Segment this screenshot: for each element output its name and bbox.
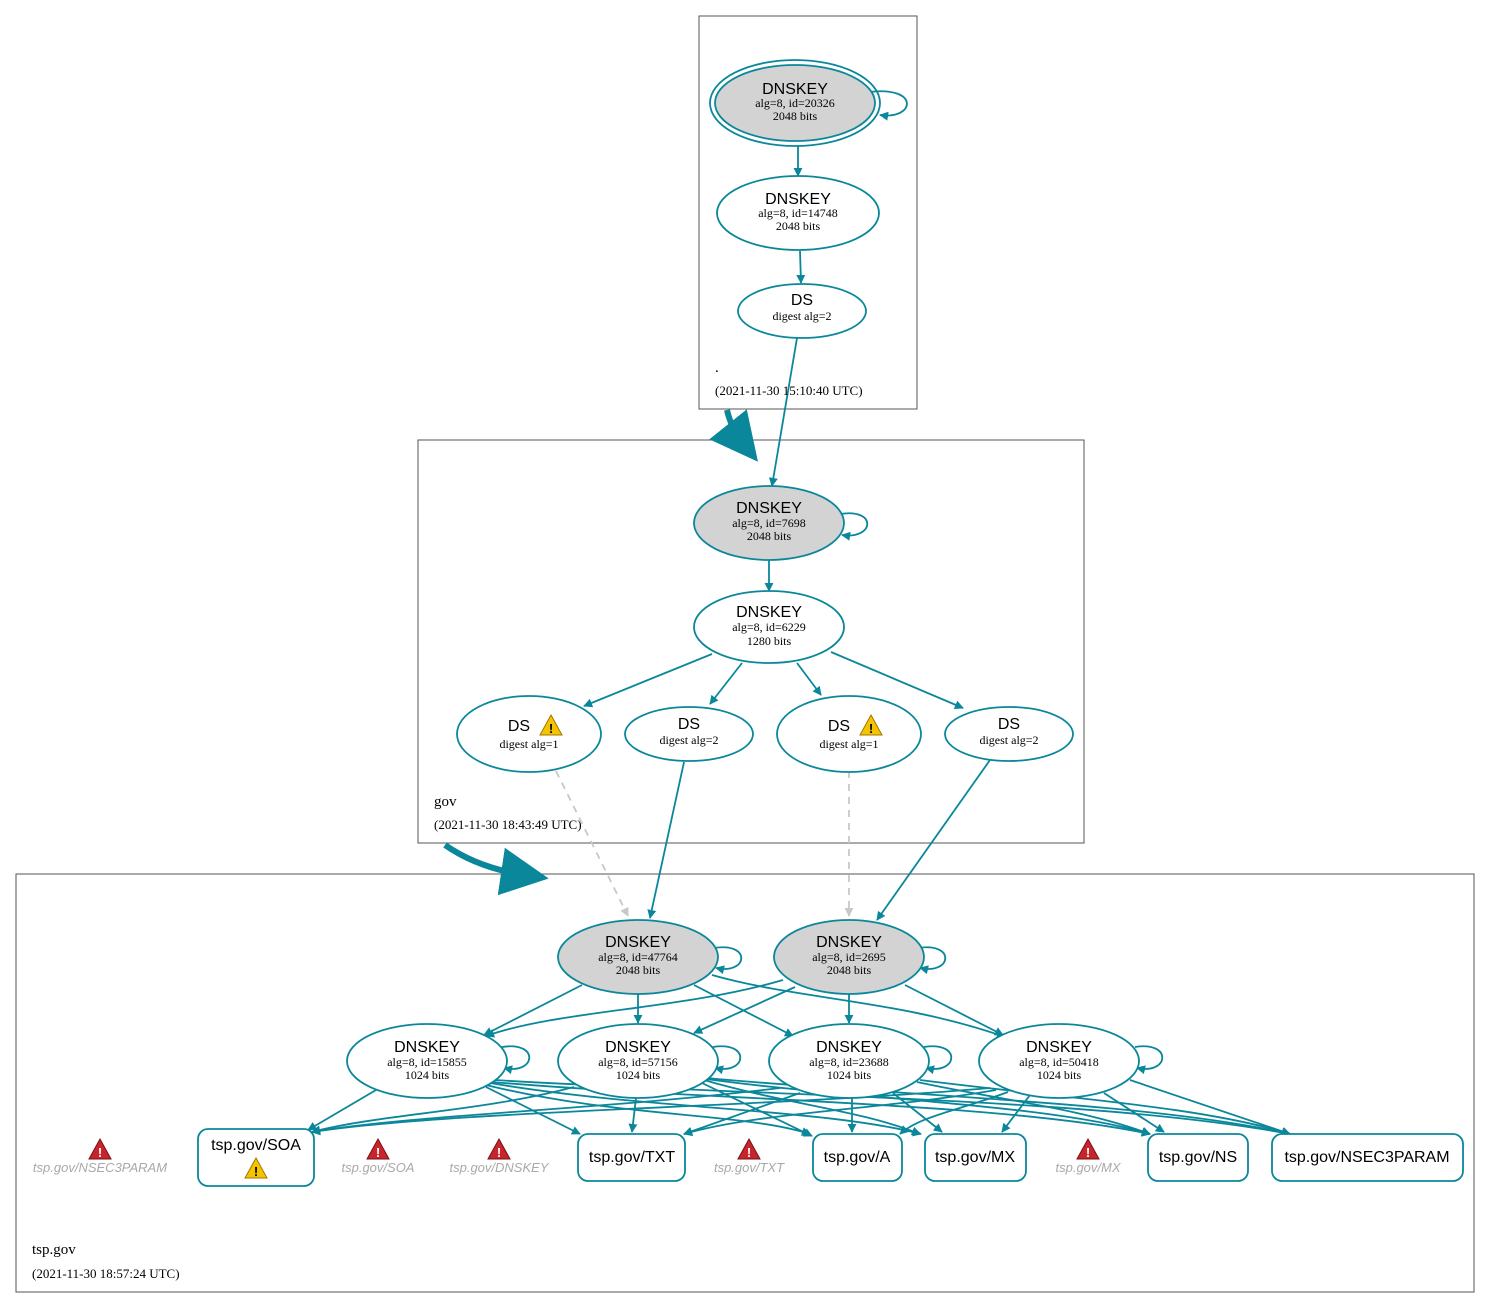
node-detail: 1024 bits: [1037, 1068, 1082, 1082]
node-detail: alg=8, id=47764: [598, 950, 678, 964]
node-detail: digest alg=2: [659, 733, 718, 747]
node-tsp-zsk-1[interactable]: DNSKEY alg=8, id=15855 1024 bits: [346, 1023, 508, 1099]
node-tsp-zsk-3[interactable]: DNSKEY alg=8, id=23688 1024 bits: [768, 1023, 930, 1099]
node-detail: 1024 bits: [616, 1068, 661, 1082]
ghost-rrset-label: tsp.gov/NSEC3PARAM: [33, 1160, 167, 1175]
node-root-zsk[interactable]: DNSKEY alg=8, id=14748 2048 bits: [716, 175, 880, 251]
node-tsp-zsk-2[interactable]: DNSKEY alg=8, id=57156 1024 bits: [557, 1023, 719, 1099]
rrset-ns[interactable]: tsp.gov/NS: [1147, 1133, 1249, 1182]
node-title: DNSKEY: [394, 1039, 460, 1056]
ghost-rrset-txt[interactable]: tsp.gov/TXT: [714, 1138, 785, 1175]
node-detail: digest alg=1: [819, 737, 878, 751]
zone-name-tsp: tsp.gov: [32, 1242, 76, 1258]
error-icon: [1076, 1138, 1100, 1161]
node-detail: alg=8, id=23688: [809, 1055, 889, 1069]
node-detail: alg=8, id=20326: [755, 96, 835, 110]
ghost-rrset-label: tsp.gov/DNSKEY: [450, 1160, 550, 1175]
error-icon: [88, 1138, 112, 1161]
node-root-ksk[interactable]: DNSKEY alg=8, id=20326 2048 bits: [709, 59, 881, 147]
error-icon: [366, 1138, 390, 1161]
node-detail: alg=8, id=6229: [732, 620, 806, 634]
node-title: DS: [791, 292, 813, 309]
node-gov-ds-1[interactable]: DS digest alg=1: [456, 695, 602, 773]
zone-time-tsp: (2021-11-30 18:57:24 UTC): [32, 1266, 180, 1281]
node-title: DNSKEY: [765, 191, 831, 208]
ghost-rrset-label: tsp.gov/TXT: [714, 1160, 785, 1175]
node-title: DNSKEY: [816, 1039, 882, 1056]
node-detail: 2048 bits: [827, 963, 872, 977]
error-icon: [737, 1138, 761, 1161]
rrset-label: tsp.gov/A: [824, 1149, 891, 1166]
node-detail: 2048 bits: [616, 963, 661, 977]
rrset-label: tsp.gov/NS: [1159, 1149, 1237, 1166]
ghost-rrset-label: tsp.gov/MX: [1055, 1160, 1121, 1175]
zone-box-root: [698, 15, 918, 410]
node-title: DS: [828, 718, 850, 735]
delegation-arrow-root-gov: [709, 409, 758, 462]
node-title: DNSKEY: [816, 934, 882, 951]
node-title: DNSKEY: [736, 604, 802, 621]
node-title: DNSKEY: [605, 1039, 671, 1056]
node-detail: 2048 bits: [773, 109, 818, 123]
node-detail: digest alg=2: [772, 309, 831, 323]
node-root-ds[interactable]: DS digest alg=2: [737, 283, 867, 339]
node-gov-ds-4[interactable]: DS digest alg=2: [944, 706, 1074, 762]
node-detail: alg=8, id=57156: [598, 1055, 678, 1069]
rrset-label: tsp.gov/TXT: [589, 1149, 675, 1166]
rrset-txt[interactable]: tsp.gov/TXT: [577, 1133, 686, 1182]
root-zone-edges: [768, 90, 908, 487]
rrset-label: tsp.gov/SOA: [211, 1137, 301, 1154]
rrset-label: tsp.gov/MX: [935, 1149, 1015, 1166]
node-detail: alg=8, id=2695: [812, 950, 886, 964]
delegation-arrow-gov-tsp: [443, 842, 549, 896]
node-detail: 2048 bits: [776, 219, 821, 233]
gov-zone-edges: [583, 512, 991, 921]
ghost-rrset-soa[interactable]: tsp.gov/SOA: [342, 1138, 415, 1175]
node-title: DS: [678, 716, 700, 733]
node-title: DNSKEY: [1026, 1039, 1092, 1056]
node-title: DS: [998, 716, 1020, 733]
rrset-soa[interactable]: tsp.gov/SOA: [197, 1128, 315, 1187]
node-gov-ksk[interactable]: DNSKEY alg=8, id=7698 2048 bits: [693, 485, 845, 561]
rrset-mx[interactable]: tsp.gov/MX: [924, 1133, 1027, 1182]
node-detail: 1024 bits: [827, 1068, 872, 1082]
node-tsp-ksk-1[interactable]: DNSKEY alg=8, id=47764 2048 bits: [557, 919, 719, 995]
node-tsp-ksk-2[interactable]: DNSKEY alg=8, id=2695 2048 bits: [773, 919, 925, 995]
ghost-rrset-label: tsp.gov/SOA: [342, 1160, 415, 1175]
ghost-rrset-dnskey[interactable]: tsp.gov/DNSKEY: [450, 1138, 550, 1175]
rrset-a[interactable]: tsp.gov/A: [812, 1133, 903, 1182]
zone-box-tsp: [15, 873, 1475, 1293]
node-title: DNSKEY: [762, 81, 828, 98]
node-detail: digest alg=1: [499, 737, 558, 751]
rrset-nsec3param[interactable]: tsp.gov/NSEC3PARAM: [1271, 1133, 1464, 1182]
zone-name-gov: gov: [434, 794, 457, 810]
node-gov-zsk[interactable]: DNSKEY alg=8, id=6229 1280 bits: [693, 590, 845, 664]
node-title: DNSKEY: [605, 934, 671, 951]
node-detail: alg=8, id=50418: [1019, 1055, 1099, 1069]
ghost-rrset-mx[interactable]: tsp.gov/MX: [1055, 1138, 1122, 1175]
zone-time-gov: (2021-11-30 18:43:49 UTC): [434, 817, 582, 832]
node-detail: 2048 bits: [747, 529, 792, 543]
node-detail: alg=8, id=14748: [758, 206, 838, 220]
node-title: DNSKEY: [736, 500, 802, 517]
node-detail: digest alg=2: [979, 733, 1038, 747]
node-tsp-zsk-4[interactable]: DNSKEY alg=8, id=50418 1024 bits: [978, 1023, 1140, 1099]
node-detail: 1024 bits: [405, 1068, 450, 1082]
node-detail: alg=8, id=7698: [732, 516, 806, 530]
gov-dashed-edges: [555, 770, 854, 917]
error-icon: [487, 1138, 511, 1161]
zone-name-root: .: [715, 360, 719, 376]
node-detail: 1280 bits: [747, 634, 792, 648]
node-gov-ds-2[interactable]: DS digest alg=2: [624, 706, 754, 762]
node-title: DS: [508, 718, 530, 735]
node-gov-ds-3[interactable]: DS digest alg=1: [776, 695, 922, 773]
node-detail: alg=8, id=15855: [387, 1055, 467, 1069]
zone-time-root: (2021-11-30 15:10:40 UTC): [715, 383, 863, 398]
rrset-label: tsp.gov/NSEC3PARAM: [1284, 1149, 1449, 1166]
ghost-rrset-nsec3param[interactable]: tsp.gov/NSEC3PARAM: [33, 1138, 167, 1175]
